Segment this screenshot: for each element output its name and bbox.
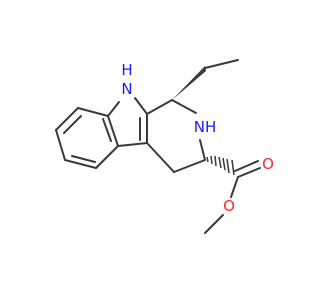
atom-label-carbonyl-o: O	[262, 155, 274, 173]
atom-label-ester-o: O	[223, 197, 235, 215]
bond-carbonyl-c-o-double	[234, 160, 259, 172]
atom-label-indole-h: H	[121, 61, 132, 79]
bond-c9a-c1	[146, 99, 173, 115]
atom-label-indole-n: N	[121, 80, 132, 98]
bond-double-inner-2	[71, 155, 96, 163]
molecule-drawing: H N NH O O	[55, 59, 274, 234]
bond-oester-methyl	[204, 214, 224, 234]
bond-c4-c4b	[146, 142, 175, 173]
bond-c3-c4	[173, 159, 206, 173]
hashed-wedge-c3-ester	[206, 155, 235, 176]
bond-c6-c5	[64, 159, 97, 169]
bond-c5-c4a	[95, 145, 119, 169]
bond-c4b-c4a	[117, 142, 148, 147]
atom-label-amine-nh: NH	[194, 118, 217, 136]
bond-c7-c6	[55, 129, 66, 161]
bond-group	[55, 59, 261, 234]
bond-carbonyl-c-oester	[230, 176, 239, 198]
structure-canvas: H N NH O O	[55, 59, 274, 234]
bond-carbonyl-c-o	[237, 167, 261, 178]
bond-n2-c3	[199, 139, 206, 161]
bond-c1-n2	[171, 99, 197, 114]
bond-c7a-c7	[55, 107, 79, 131]
bond-c7a-n9	[107, 101, 120, 117]
bond-double-inner-1	[63, 115, 82, 134]
bond-c7a-c7a	[77, 107, 109, 117]
bond-double-inner-3	[102, 118, 112, 142]
bond-n9-c9a	[134, 97, 148, 115]
wedge-bond-c1-ethyl	[172, 66, 206, 100]
bond-ethyl-ch2-ch3	[204, 59, 239, 69]
bond-c4a-c7a	[107, 115, 119, 147]
